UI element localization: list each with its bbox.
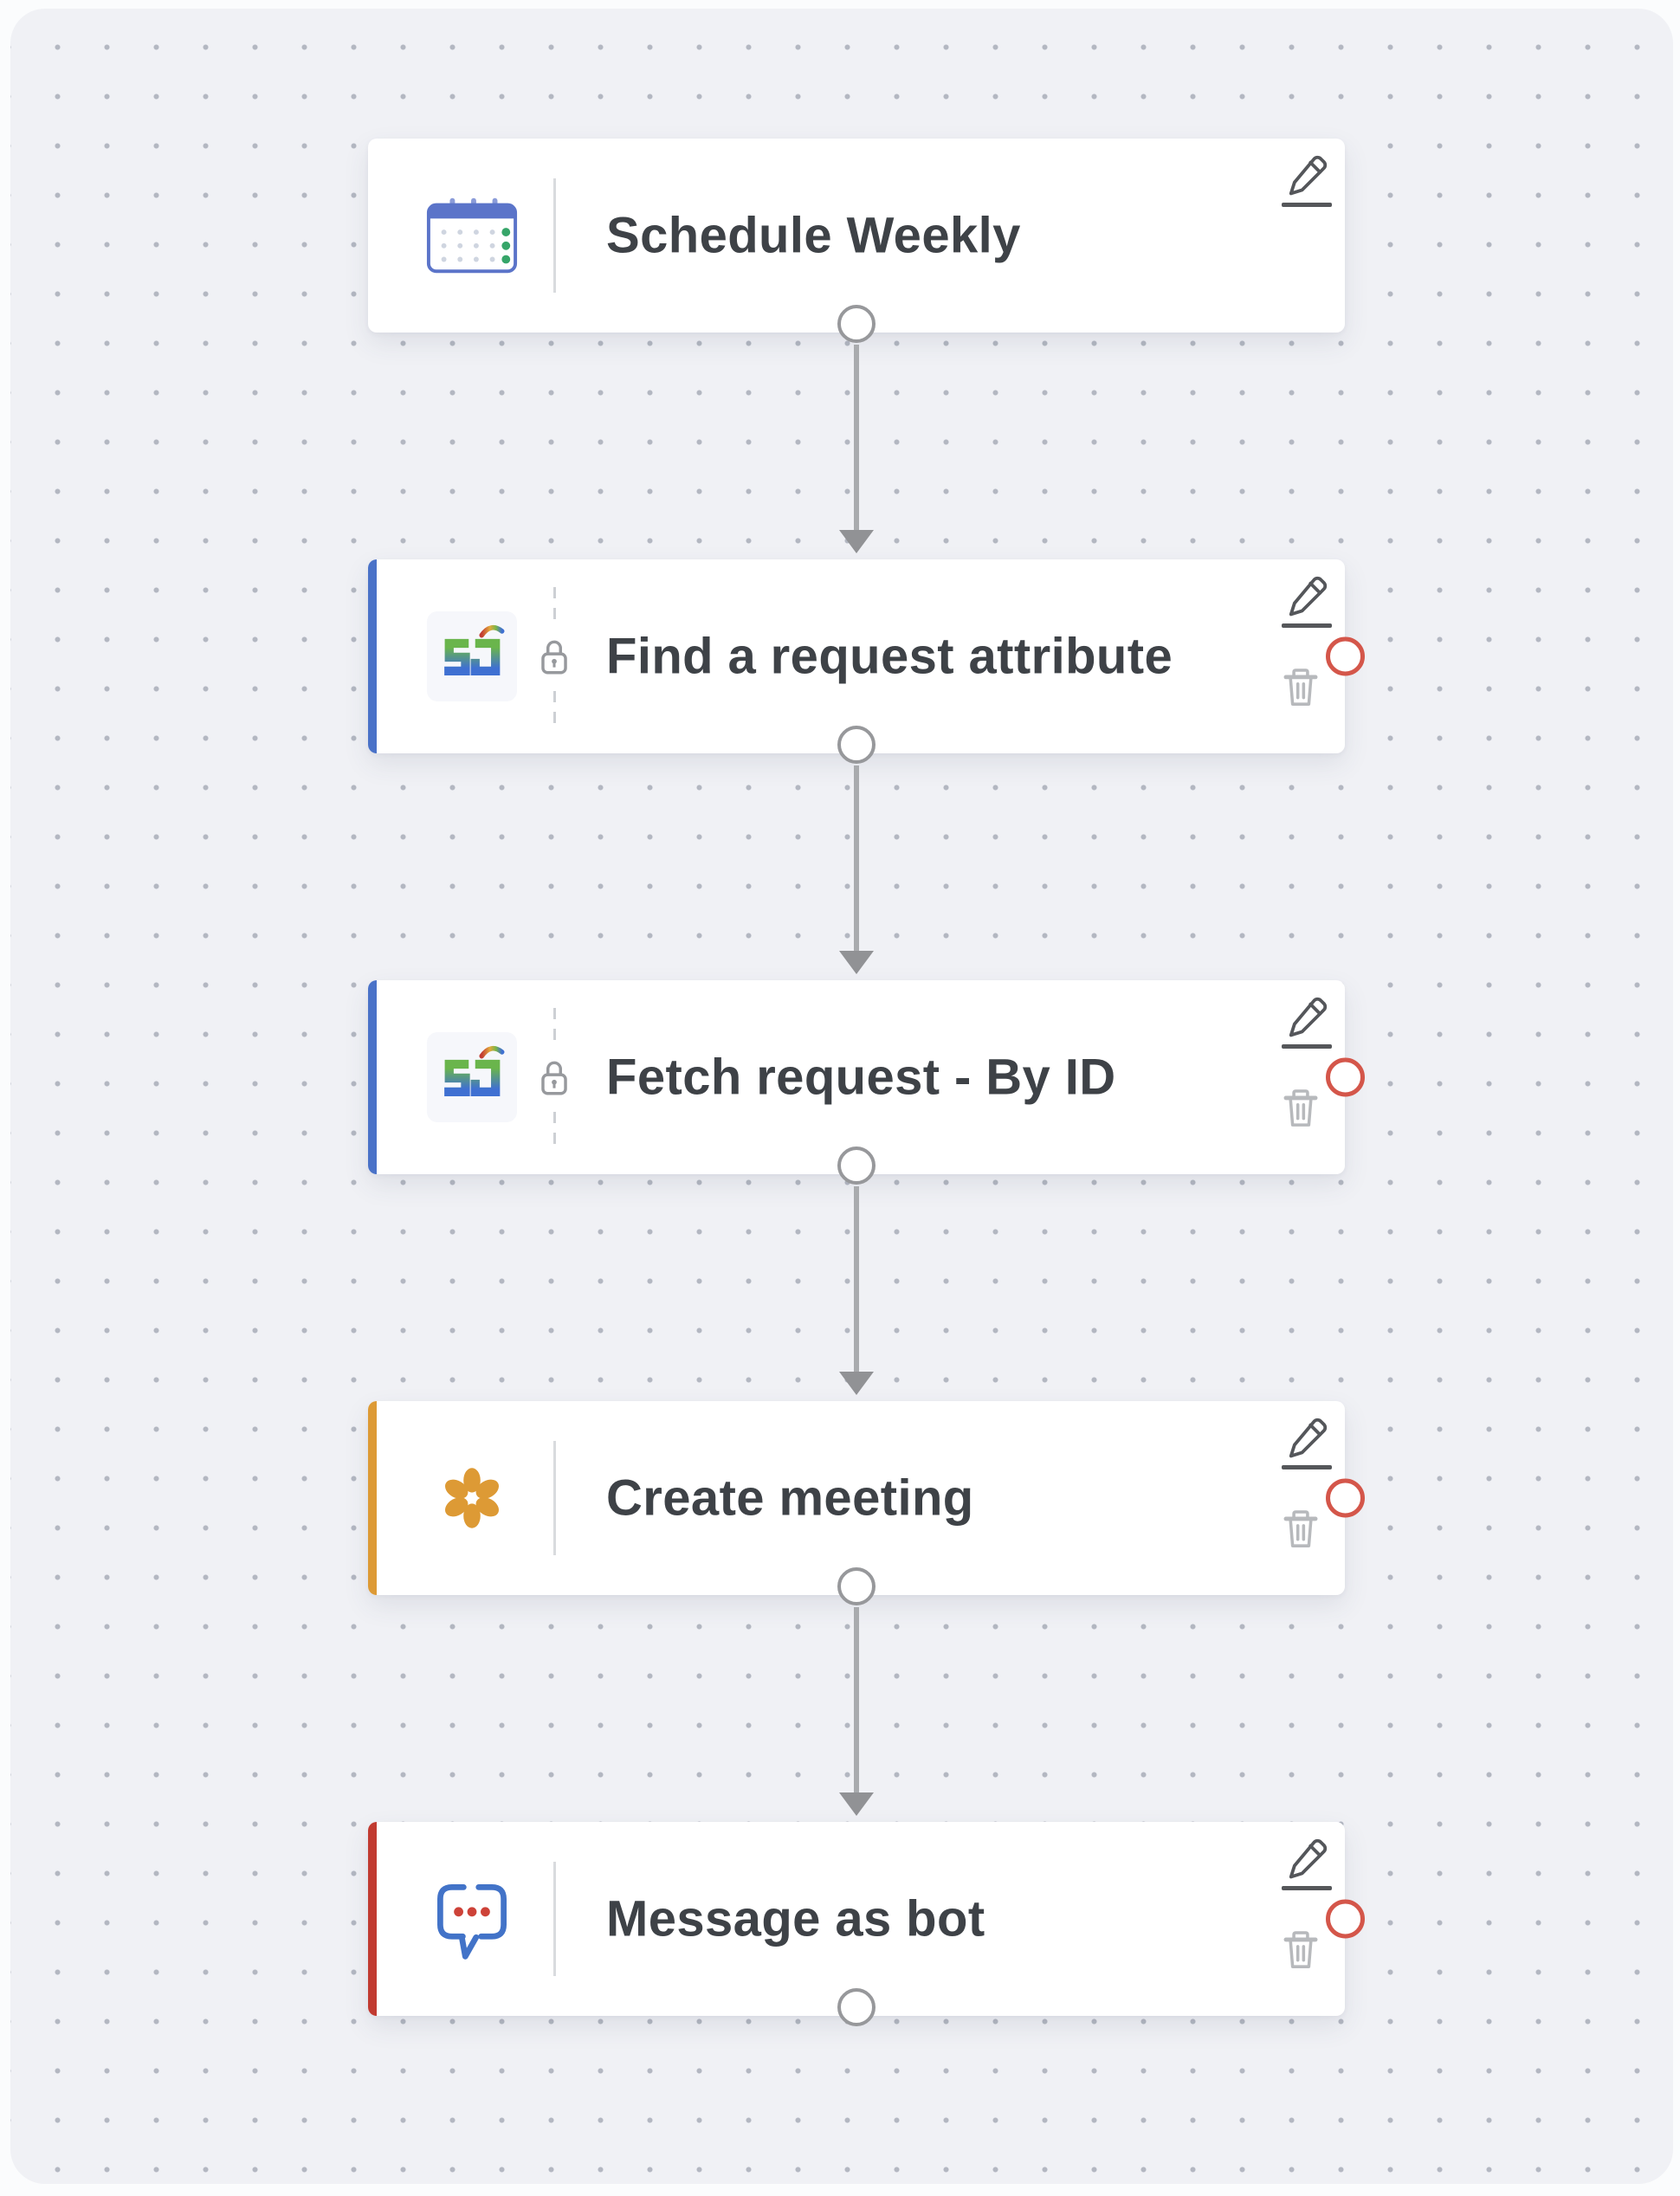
trash-icon [1279, 663, 1322, 712]
delete-button[interactable] [1279, 1926, 1322, 1974]
trash-icon [1279, 1084, 1322, 1133]
lock-icon [531, 1043, 578, 1111]
trash-icon [1279, 1505, 1322, 1553]
connector-line [854, 345, 859, 532]
connector-line [854, 1186, 859, 1373]
output-port[interactable] [1326, 1478, 1365, 1518]
workflow-canvas[interactable]: Schedule Weekly [10, 9, 1673, 2184]
connector-port[interactable] [837, 726, 876, 764]
edit-button[interactable] [1282, 152, 1332, 207]
pencil-icon [1283, 1836, 1330, 1883]
node-divider [553, 178, 556, 293]
arrow-down-icon [839, 1792, 874, 1816]
arrow-down-icon [839, 530, 874, 553]
lock-icon [531, 623, 578, 690]
connector-port[interactable] [837, 305, 876, 343]
node-app-icon-area [413, 980, 531, 1174]
node-divider [553, 1862, 556, 1976]
flow-connector [368, 753, 1345, 980]
chat-bot-icon [426, 1873, 518, 1965]
delete-button[interactable] [1279, 663, 1322, 712]
delete-button[interactable] [1279, 1505, 1322, 1553]
node-divider [553, 1441, 556, 1555]
connector-line [854, 1607, 859, 1794]
node-accent-bar [368, 980, 377, 1174]
pencil-underline [1282, 203, 1332, 207]
servicedesk-icon [427, 1032, 517, 1122]
connector-line [854, 765, 859, 953]
node-title: Fetch request - By ID [606, 1049, 1116, 1106]
output-port[interactable] [1326, 636, 1365, 676]
node-accent-bar [368, 1401, 377, 1595]
workflow-node-4[interactable]: Create meeting [368, 1401, 1365, 1605]
delete-button[interactable] [1279, 1084, 1322, 1133]
workflow-flow: Schedule Weekly [368, 139, 1365, 2026]
edit-button[interactable] [1282, 1836, 1332, 1890]
pencil-underline [1282, 1044, 1332, 1049]
node-app-icon-area [413, 1822, 531, 2016]
pencil-icon [1283, 152, 1330, 199]
workflow-node-2[interactable]: Find a request attribute [368, 559, 1365, 764]
connector-port[interactable] [837, 1988, 876, 2026]
trash-icon [1279, 1926, 1322, 1974]
node-title: Find a request attribute [606, 628, 1173, 685]
arrow-down-icon [839, 951, 874, 974]
output-port[interactable] [1326, 1057, 1365, 1097]
pencil-underline [1282, 1465, 1332, 1469]
connector-port[interactable] [837, 1567, 876, 1605]
meeting-icon [433, 1459, 511, 1537]
flow-connector [368, 333, 1345, 559]
pencil-icon [1283, 573, 1330, 620]
servicedesk-icon [427, 611, 517, 701]
pencil-icon [1283, 994, 1330, 1041]
node-accent-bar [368, 1822, 377, 2016]
arrow-down-icon [839, 1372, 874, 1395]
node-accent-bar [368, 559, 377, 753]
flow-connector [368, 1595, 1345, 1822]
edit-button[interactable] [1282, 573, 1332, 628]
workflow-node-3[interactable]: Fetch request - By ID [368, 980, 1365, 1185]
node-app-icon-area [413, 139, 531, 333]
node-title: Schedule Weekly [606, 207, 1021, 264]
node-app-icon-area [413, 1401, 531, 1595]
edit-button[interactable] [1282, 994, 1332, 1049]
pencil-underline [1282, 1886, 1332, 1890]
flow-connector [368, 1174, 1345, 1401]
edit-button[interactable] [1282, 1415, 1332, 1469]
node-title: Message as bot [606, 1890, 985, 1947]
calendar-icon [424, 194, 520, 277]
workflow-node-5[interactable]: Message as bot [368, 1822, 1365, 2026]
output-port[interactable] [1326, 1899, 1365, 1939]
pencil-underline [1282, 623, 1332, 628]
node-app-icon-area [413, 559, 531, 753]
node-title: Create meeting [606, 1469, 974, 1527]
workflow-node-1[interactable]: Schedule Weekly [368, 139, 1345, 343]
pencil-icon [1283, 1415, 1330, 1462]
connector-port[interactable] [837, 1146, 876, 1185]
